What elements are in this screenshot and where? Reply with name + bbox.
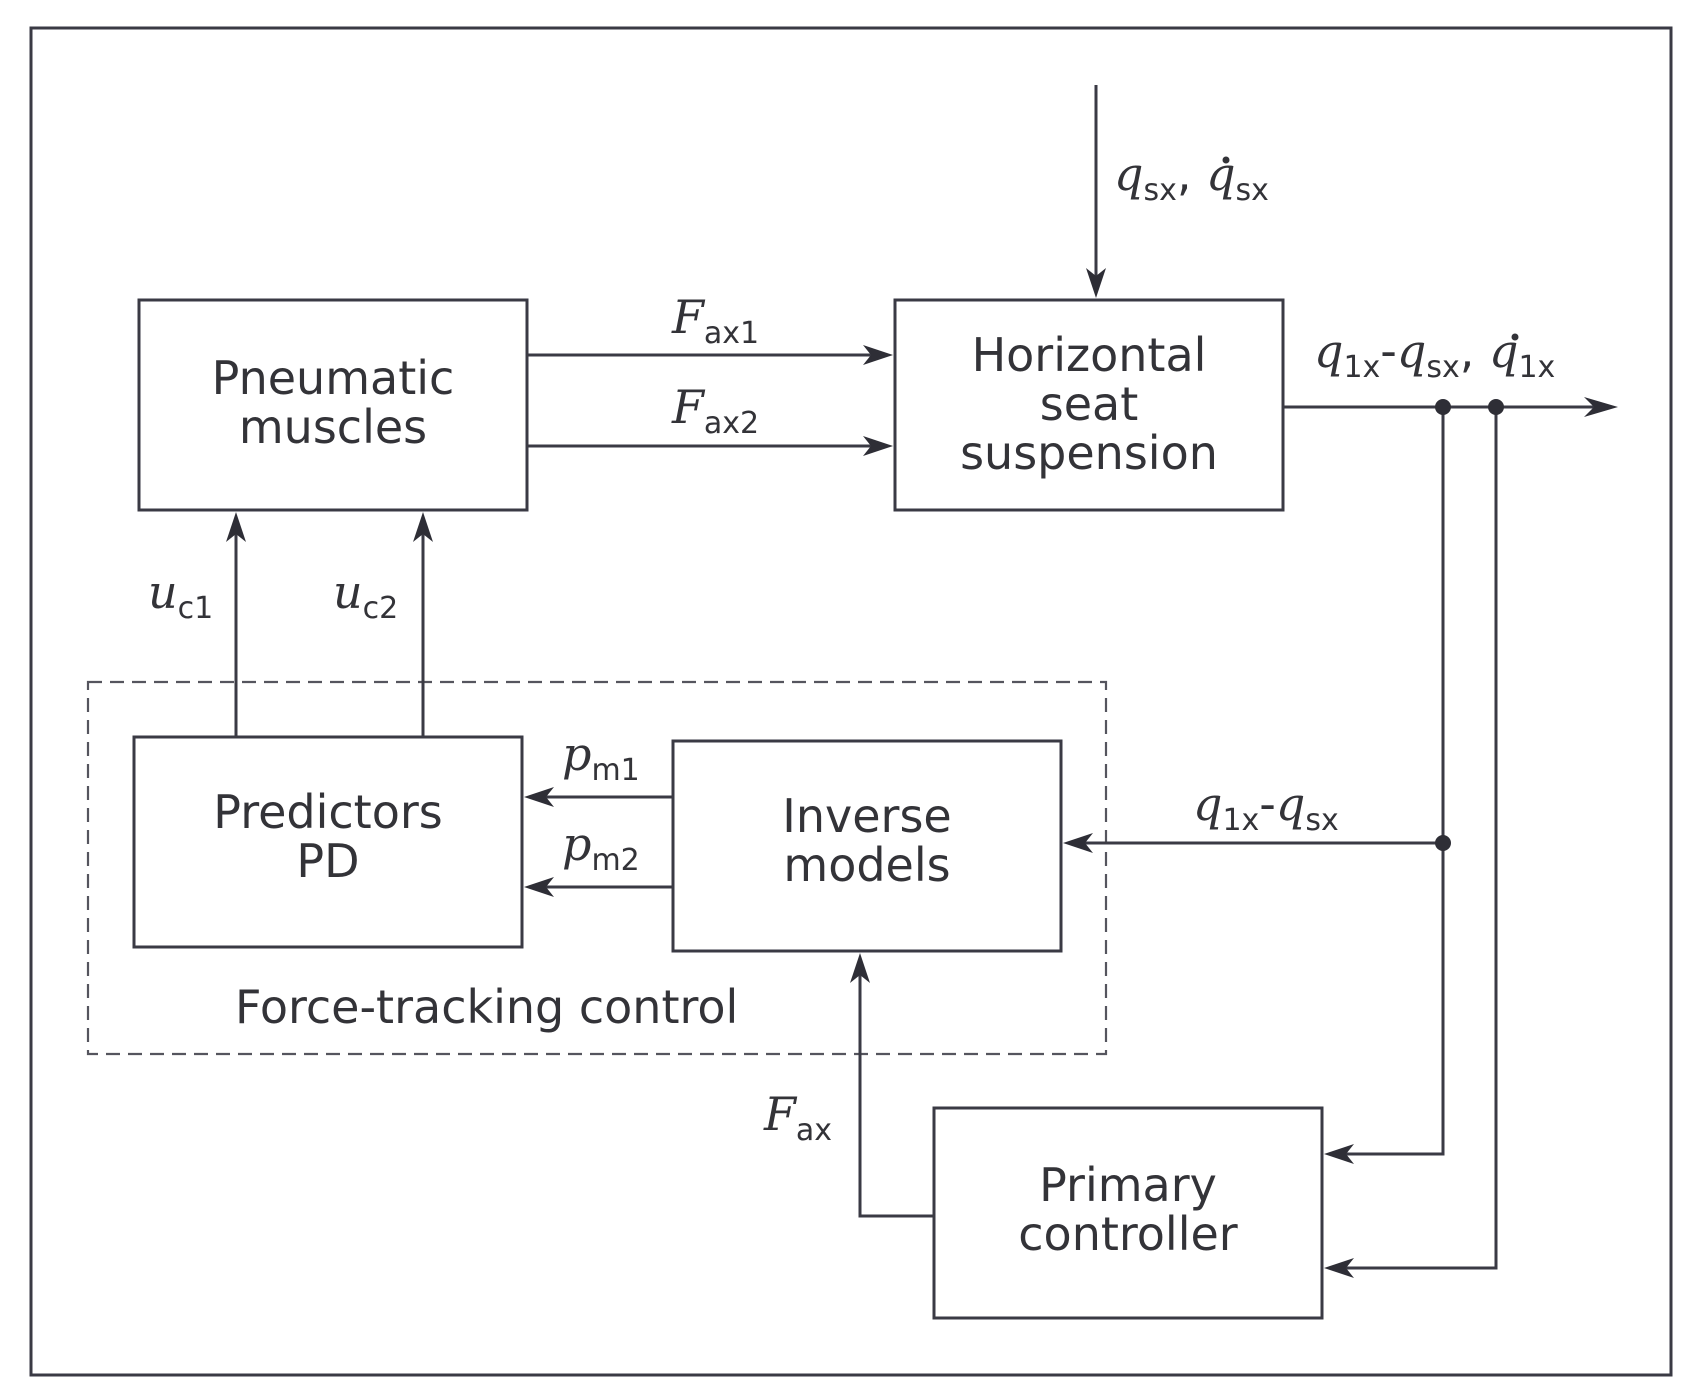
signal-label-pm1: pm1	[562, 727, 640, 788]
svg-text:Fax: Fax	[763, 1087, 832, 1148]
force-tracking-label: Force-tracking control	[235, 980, 738, 1034]
wire-qsx-input	[1086, 85, 1106, 298]
wire-velocity-to-controller	[1324, 407, 1498, 1278]
svg-text:pm2: pm2	[562, 817, 640, 878]
primary-controller-block: Primary controller	[932, 1106, 1324, 1320]
wire-pm2	[524, 877, 673, 897]
svg-text:Fax1: Fax1	[671, 290, 759, 351]
wire-uc2	[413, 512, 433, 737]
pneumatic-muscles-block: Pneumatic muscles	[137, 298, 529, 512]
junction-dot	[1435, 835, 1451, 851]
signal-label-fax: Fax	[763, 1087, 832, 1148]
signal-label-pm2: pm2	[562, 817, 640, 878]
predictors-pd-block: Predictors PD	[132, 735, 524, 949]
qsx-dot-var: q	[1206, 147, 1235, 201]
wire-uc1	[226, 512, 246, 737]
svg-text:controller: controller	[1018, 1207, 1238, 1261]
wire-pm1	[524, 787, 673, 807]
signal-label-qsx: qsx, qsx	[1114, 147, 1269, 208]
wire-feedback-to-inverse	[1063, 833, 1443, 853]
svg-text:Primary: Primary	[1039, 1158, 1217, 1212]
svg-text:uc2: uc2	[333, 565, 398, 626]
svg-text:models: models	[783, 838, 950, 892]
outer-frame	[29, 26, 1673, 1377]
signal-label-output: q1x-qsx, q1x	[1314, 324, 1555, 385]
wire-fax-to-inverse	[850, 953, 934, 1218]
svg-text:Predictors: Predictors	[213, 785, 442, 839]
svg-text:qsx, qsx: qsx, qsx	[1114, 147, 1269, 208]
svg-text:pm1: pm1	[562, 727, 640, 788]
signal-label-feedback: q1x-qsx	[1193, 777, 1339, 838]
force-tracking-group	[86, 680, 1108, 1056]
horizontal-seat-suspension-block: Horizontal seat suspension	[893, 298, 1285, 512]
wire-fax2	[527, 436, 893, 456]
junction-dot	[1488, 399, 1504, 415]
wire-fax1	[527, 345, 893, 365]
signal-label-uc1: uc1	[148, 565, 213, 626]
inverse-models-block: Inverse models	[671, 739, 1063, 953]
svg-text:seat: seat	[1040, 377, 1139, 431]
svg-text:PD: PD	[296, 834, 359, 888]
svg-text:muscles: muscles	[239, 400, 427, 454]
wire-position-to-controller	[1324, 407, 1445, 1164]
junction-dot	[1435, 399, 1451, 415]
svg-text:q1x-qsx, q1x: q1x-qsx, q1x	[1314, 324, 1555, 385]
svg-text:Horizontal: Horizontal	[972, 328, 1207, 382]
svg-text:suspension: suspension	[960, 426, 1218, 480]
signal-label-uc2: uc2	[333, 565, 398, 626]
signal-label-fax2: Fax2	[671, 380, 759, 441]
svg-text:Inverse: Inverse	[782, 789, 951, 843]
svg-text:uc1: uc1	[148, 565, 213, 626]
signal-label-fax1: Fax1	[671, 290, 759, 351]
svg-text:Pneumatic: Pneumatic	[212, 351, 455, 405]
svg-text:q1x-qsx: q1x-qsx	[1193, 777, 1339, 838]
svg-text:Fax2: Fax2	[671, 380, 759, 441]
